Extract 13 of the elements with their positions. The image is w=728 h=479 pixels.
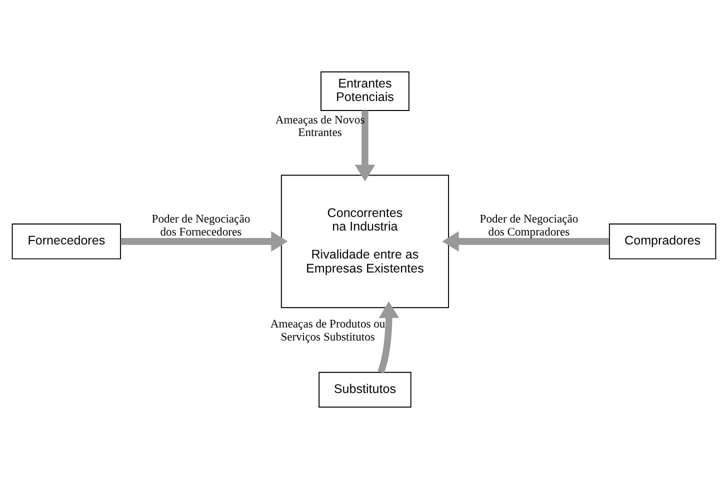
edge-label: Poder de Negociação dos Compradores <box>480 212 578 238</box>
edge-label: Ameaças de Produtos ou Serviços Substitutos <box>270 318 386 344</box>
node-box: Entrantes Potenciais <box>320 71 410 111</box>
edge-label: Ameaças de Novos Entrantes <box>275 113 365 140</box>
edge-label: Poder de Negociação dos Fornecedores <box>152 212 250 238</box>
node-box: Fornecedores <box>12 224 121 260</box>
node-box: Compradores <box>608 224 716 260</box>
arrow <box>354 110 376 182</box>
node-box: Concorrentes na Industria Rivalidade entre as Empresas Existentes <box>280 174 450 308</box>
arrow <box>442 231 609 252</box>
node-box: Substitutos <box>318 372 412 408</box>
arrow <box>378 301 400 374</box>
arrow <box>120 231 288 252</box>
